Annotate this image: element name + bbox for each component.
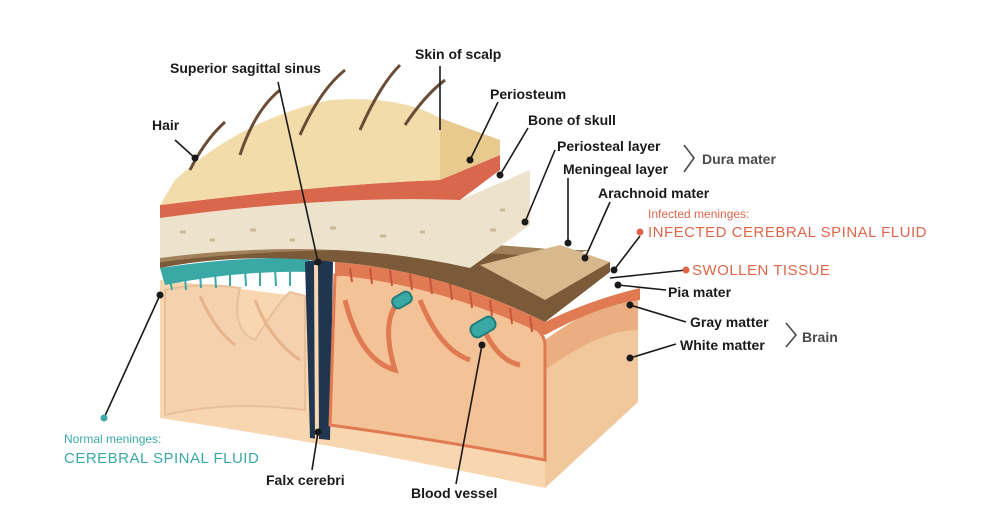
label-swollen-tissue: SWOLLEN TISSUE (692, 262, 831, 279)
bone-texture (180, 208, 505, 242)
brackets (683, 144, 798, 348)
label-pia-mater: Pia mater (668, 284, 732, 300)
normal-sulci (198, 295, 301, 362)
falx-cerebri-shape (305, 260, 333, 440)
scalp-side (440, 118, 500, 180)
caption-normal-meninges: Normal meninges: (64, 432, 162, 446)
label-superior-sagittal-sinus: Superior sagittal sinus (170, 60, 321, 76)
blood-vessel-2 (391, 290, 413, 310)
label-bone-of-skull: Bone of skull (528, 112, 616, 128)
bone-of-skull (160, 170, 530, 268)
label-white-matter: White matter (680, 337, 765, 353)
caption-infected-meninges: Infected meninges: (648, 207, 750, 221)
hair-strands (188, 63, 446, 171)
label-infected-csf: INFECTED CEREBRAL SPINAL FLUID (648, 224, 927, 241)
scalp-layer (160, 99, 440, 205)
label-normal-csf: CEREBRAL SPINAL FLUID (64, 450, 260, 467)
gray-matter-side-band (545, 300, 638, 370)
normal-meninges-layer (160, 257, 310, 285)
leader-lines (103, 66, 687, 485)
dura-step (480, 245, 610, 300)
label-falx-cerebri: Falx cerebri (266, 472, 345, 488)
normal-csf-strands (169, 267, 291, 291)
label-gray-matter: Gray matter (690, 314, 769, 330)
label-periosteum: Periosteum (490, 86, 567, 102)
normal-gyri (164, 284, 306, 417)
label-meningeal-layer: Meningeal layer (563, 161, 669, 177)
label-hair: Hair (152, 117, 180, 133)
label-periosteal-layer: Periosteal layer (557, 138, 661, 154)
periosteum-layer (160, 155, 500, 218)
label-arachnoid-mater: Arachnoid mater (598, 185, 710, 201)
label-brain: Brain (802, 329, 838, 345)
label-dura-mater: Dura mater (702, 151, 776, 167)
label-skin-of-scalp: Skin of scalp (415, 46, 502, 62)
blood-vessel-1 (469, 315, 497, 339)
label-blood-vessel: Blood vessel (411, 485, 498, 501)
infected-csf-strands (349, 267, 533, 333)
